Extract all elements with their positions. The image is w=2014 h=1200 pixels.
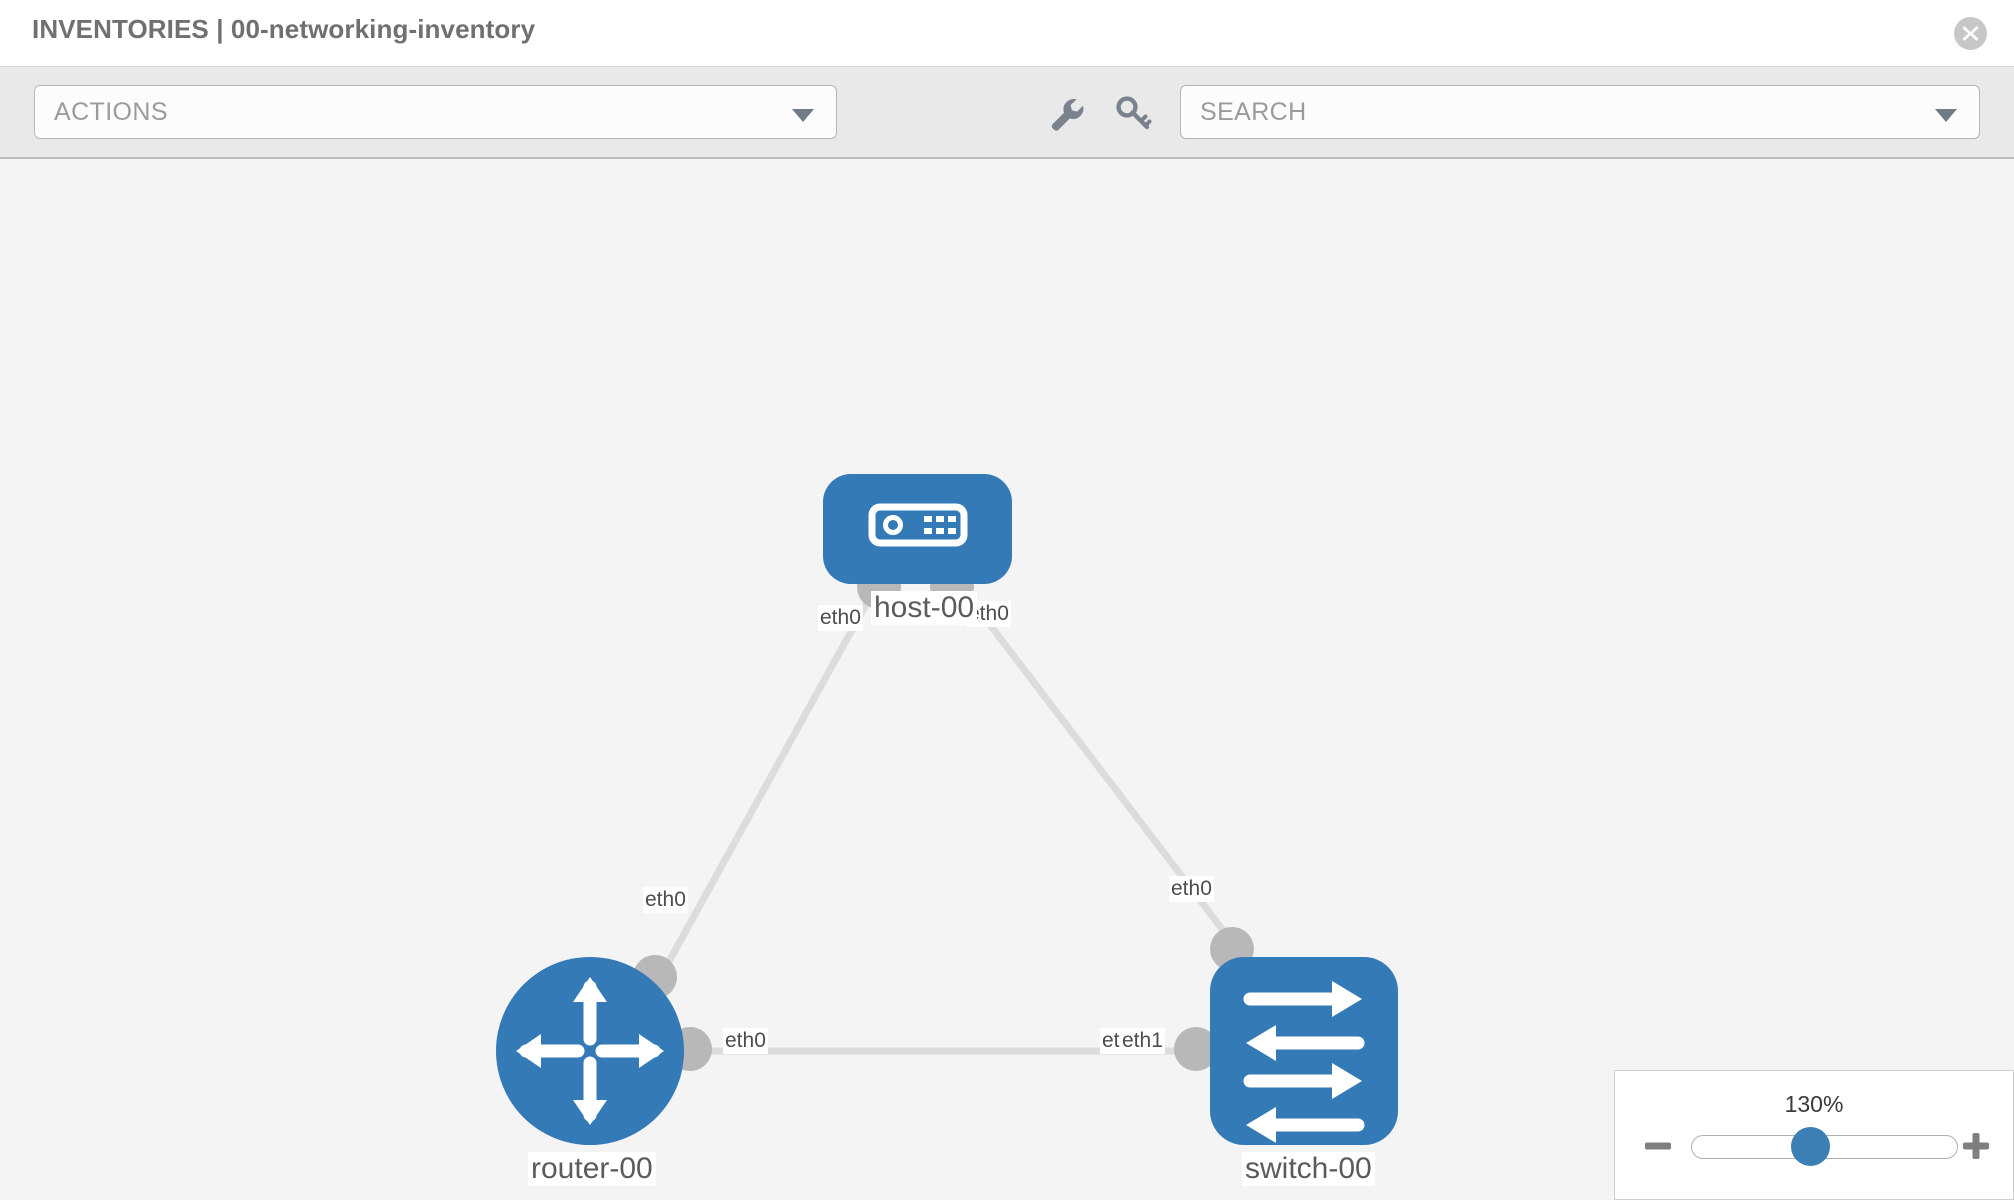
link-host-router xyxy=(636,577,884,1016)
page-title: INVENTORIES | 00-networking-inventory xyxy=(32,14,536,44)
search-placeholder: SEARCH xyxy=(1200,98,1307,126)
key-icon[interactable] xyxy=(1113,93,1153,133)
topology-links xyxy=(636,576,1248,1055)
topology-canvas[interactable]: eth0 eth0 eth0 eth0 eth0 eth0 eth1 host-… xyxy=(0,159,2014,1200)
zoom-slider-thumb[interactable] xyxy=(1791,1127,1830,1166)
actions-dropdown-label: ACTIONS xyxy=(54,98,168,126)
plus-icon[interactable] xyxy=(1959,1129,1993,1163)
iface-label: eth1 xyxy=(1120,1028,1165,1054)
chevron-down-icon xyxy=(792,109,814,122)
node-router-00[interactable] xyxy=(496,957,684,1145)
minus-icon[interactable] xyxy=(1641,1129,1675,1163)
node-host-00[interactable] xyxy=(823,474,1012,584)
iface-label: eth0 xyxy=(1169,876,1214,902)
wrench-icon[interactable] xyxy=(1046,93,1086,133)
close-icon[interactable] xyxy=(1954,17,1987,50)
topology-connectors xyxy=(633,565,1254,1071)
zoom-percent-label: 130% xyxy=(1784,1091,1844,1117)
node-label-switch: switch-00 xyxy=(1242,1152,1375,1186)
search-input[interactable]: SEARCH xyxy=(1180,85,1980,139)
zoom-control: 130% xyxy=(1614,1070,2014,1200)
node-label-host: host-00 xyxy=(871,591,978,625)
iface-label: eth0 xyxy=(723,1028,768,1054)
connector-switch-west xyxy=(1174,1027,1218,1071)
node-switch-00[interactable] xyxy=(1210,957,1398,1145)
iface-label: eth0 xyxy=(818,605,863,631)
topology-graph[interactable] xyxy=(0,159,2014,1200)
node-label-router: router-00 xyxy=(528,1152,656,1186)
page-header: INVENTORIES | 00-networking-inventory xyxy=(0,0,2014,67)
iface-label: eth0 xyxy=(643,887,688,913)
link-host-switch xyxy=(952,576,1248,962)
actions-dropdown[interactable]: ACTIONS xyxy=(34,85,837,139)
chevron-down-icon[interactable] xyxy=(1935,109,1957,122)
